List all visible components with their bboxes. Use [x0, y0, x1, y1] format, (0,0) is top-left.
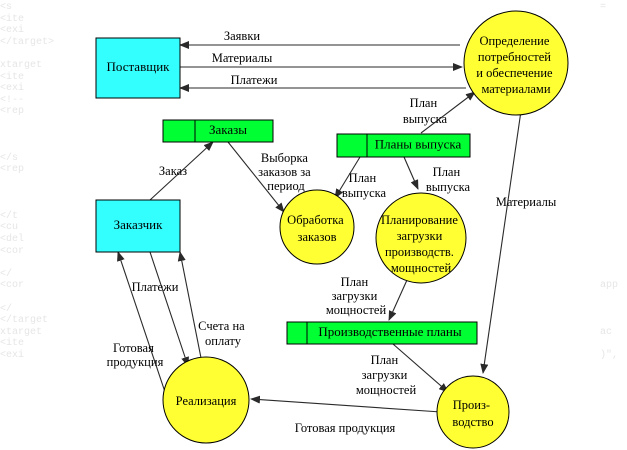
store-orders-label: Заказы: [209, 122, 247, 137]
flow-label-finished-goods-bottom: Готовая продукция: [295, 421, 396, 435]
flow-label-order: Заказ: [159, 164, 187, 178]
background-code-line: xtarget: [0, 326, 43, 338]
entity-supplier: Поставщик: [95, 37, 181, 99]
flow-label-requests: Заявки: [224, 29, 261, 43]
process-production-label: Произ- водство: [452, 398, 493, 429]
process-orders-processing-label: Обработка заказов: [287, 213, 347, 244]
background-code-line: <exi: [0, 350, 25, 361]
flow-label-release-plan-top: План выпуска: [403, 96, 448, 126]
background-code-line: </: [0, 303, 13, 315]
background-code-line: <!--: [0, 94, 25, 106]
entity-customer-label: Заказчик: [114, 217, 164, 232]
flow-arrow-capacity-plan-2: [392, 343, 449, 393]
store-release-plans-label: Планы выпуска: [375, 136, 462, 151]
background-code-line-right: ac: [600, 326, 613, 338]
flow-label-capacity-plan-2: План загрузки мощностей: [356, 353, 417, 397]
background-code-line: <rep: [0, 106, 25, 118]
process-sales: Реализация: [162, 356, 250, 444]
background-code-line: <del: [0, 234, 25, 245]
background-code-line: xtarget: [0, 60, 43, 71]
background-code-line: <exi: [0, 25, 25, 37]
background-code-line: <ite: [0, 71, 25, 83]
flow-label-capacity-plan-1: План загрузки мощностей: [326, 275, 387, 317]
flow-label-release-plan-right: План выпуска: [426, 165, 471, 194]
entity-supplier-label: Поставщик: [106, 59, 170, 74]
flow-arrow-invoices: [177, 251, 204, 369]
entity-customer: Заказчик: [95, 199, 181, 253]
process-orders-processing: Обработка заказов: [279, 189, 355, 265]
flow-arrow-finished-goods-left: [117, 251, 166, 393]
background-code-line: </: [0, 268, 13, 280]
background-code-line-right: )",: [600, 350, 619, 361]
background-code-line: <s: [0, 2, 13, 13]
flow-label-order-sample: Выборка заказов за период: [258, 151, 314, 193]
background-code-line: </s: [0, 152, 19, 164]
process-needs: Определение потребностей и обеспечение м…: [463, 10, 569, 116]
background-code-line: <ite: [0, 338, 25, 350]
flow-arrow-customer-payments: [149, 251, 189, 367]
flow-labels: Заявки Материалы Платежи Заказ Выборка з…: [107, 29, 557, 435]
flow-label-invoices: Счета на оплату: [198, 319, 248, 348]
background-code-line: <exi: [0, 83, 25, 95]
flow-label-finished-goods-left: Готовая продукция: [107, 341, 164, 369]
process-capacity-planning: Планирование загрузки производств. мощно…: [375, 192, 467, 284]
flow-label-materials-in: Материалы: [212, 51, 273, 65]
store-orders: Заказы: [162, 119, 274, 143]
flow-arrow-release-plan-top: [420, 91, 476, 134]
background-code-line-right: app: [600, 280, 619, 292]
flow-label-release-plan-left: План выпуска: [342, 171, 387, 200]
flow-label-materials-side: Материалы: [496, 195, 557, 209]
background-code-line: </target>: [0, 36, 55, 48]
flow-label-customer-payments: Платежи: [132, 280, 179, 294]
background-code-line: </t: [0, 210, 19, 222]
flow-label-payments-out: Платежи: [231, 73, 278, 87]
background-code-line: <cor: [0, 280, 25, 292]
flow-arrow-release-plan-left: [334, 156, 361, 199]
flow-arrow-finished-goods-bottom: [250, 395, 442, 413]
flow-arrow-order: [149, 141, 214, 201]
process-sales-label: Реализация: [176, 394, 237, 408]
flow-arrow-release-plan-right: [403, 156, 419, 190]
background-code-line: <ite: [0, 13, 25, 25]
background-code-line-right: =: [600, 2, 607, 13]
store-production-plans: Производственные планы: [286, 321, 478, 345]
process-capacity-planning-label: Планирование загрузки производств. мощно…: [381, 213, 461, 275]
store-release-plans: Планы выпуска: [336, 133, 471, 158]
flow-lines: [117, 41, 523, 413]
flow-arrow-order-sample: [227, 141, 285, 213]
flow-arrow-materials-side: [480, 103, 523, 374]
process-needs-label: Определение потребностей и обеспечение м…: [476, 34, 555, 96]
process-production: Произ- водство: [436, 375, 510, 449]
background-code-line: <rep: [0, 164, 25, 176]
store-production-plans-label: Производственные планы: [318, 324, 461, 339]
background-code-line: <cu: [0, 222, 19, 234]
background-code-line: <cor: [0, 245, 25, 257]
flow-arrow-capacity-plan-1: [388, 279, 408, 321]
background-code-line: </target: [0, 315, 49, 327]
